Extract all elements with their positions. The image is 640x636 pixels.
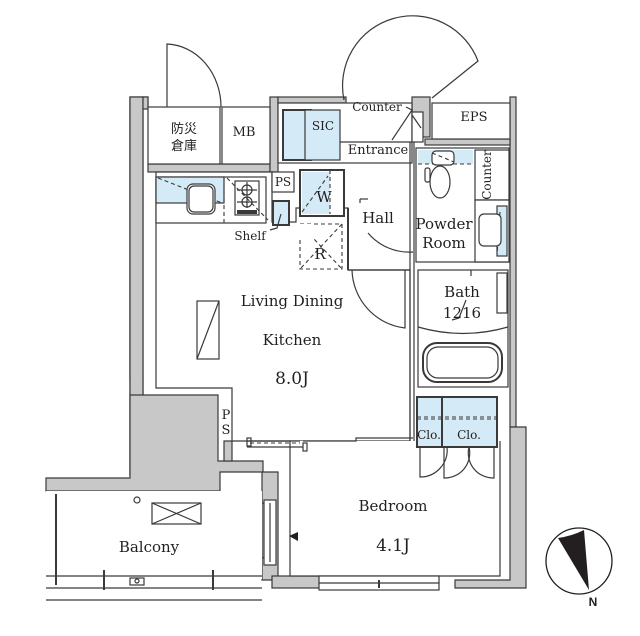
label-bedroom: Bedroom xyxy=(359,497,428,515)
labels: 防災 倉庫 MB SIC Counter Entrance EPS Counte… xyxy=(119,100,598,609)
kitchen xyxy=(155,169,345,270)
label-powder-1: Powder xyxy=(415,215,473,233)
mb-room xyxy=(221,106,271,165)
label-storage-1: 防災 xyxy=(171,121,197,137)
label-hall: Hall xyxy=(362,209,394,227)
label-powder-2: Room xyxy=(422,234,466,252)
wash-basin xyxy=(478,213,502,247)
counter-powder xyxy=(474,149,510,201)
toilet-bowl xyxy=(429,165,451,199)
label-sic: SIC xyxy=(312,119,334,133)
storage-room xyxy=(147,106,221,165)
entrance-area xyxy=(277,102,424,164)
label-balcony: Balcony xyxy=(119,538,180,556)
label-closet-1: Clo. xyxy=(417,428,441,442)
label-ps-side-1: P xyxy=(222,408,231,423)
label-bedroom-size: 4.1J xyxy=(376,536,410,556)
label-counter-entrance: Counter xyxy=(352,100,402,114)
bath xyxy=(417,269,509,388)
label-washer: W xyxy=(316,188,332,206)
bedroom-room xyxy=(290,441,500,576)
label-storage-2: 倉庫 xyxy=(171,139,197,154)
label-bath: Bath xyxy=(444,283,480,301)
label-closet-2: Clo. xyxy=(457,428,481,442)
ldk-details xyxy=(196,300,413,452)
label-ldk-2: Kitchen xyxy=(263,331,322,349)
shelf xyxy=(272,200,290,226)
label-ps-top: PS xyxy=(275,175,291,189)
label-ldk-size: 8.0J xyxy=(275,369,309,389)
counter-leader xyxy=(391,106,413,141)
label-entrance: Entrance xyxy=(348,143,409,158)
label-shelf: Shelf xyxy=(234,229,267,243)
sic-closet xyxy=(304,109,341,161)
bedroom-windows xyxy=(263,499,440,591)
hall-walls xyxy=(347,142,415,441)
compass-icon xyxy=(545,527,613,595)
bathtub xyxy=(422,342,503,383)
drain-hatch xyxy=(151,502,202,525)
powder-room xyxy=(415,147,510,263)
toilet-tank xyxy=(431,150,455,166)
closets xyxy=(416,396,498,448)
label-bath-size: 1216 xyxy=(443,304,481,322)
label-ldk-1: Living Dining xyxy=(241,292,344,310)
label-mb: MB xyxy=(233,125,256,140)
label-ps-side-2: S xyxy=(222,423,231,438)
label-north: N xyxy=(589,595,598,609)
label-refrigerator: R xyxy=(314,245,326,263)
ac-unit xyxy=(196,300,220,360)
stove-icon xyxy=(234,180,260,216)
eps-room xyxy=(431,102,511,140)
balcony xyxy=(46,491,262,601)
label-eps: EPS xyxy=(460,110,487,125)
label-counter-powder: Counter xyxy=(480,150,494,200)
